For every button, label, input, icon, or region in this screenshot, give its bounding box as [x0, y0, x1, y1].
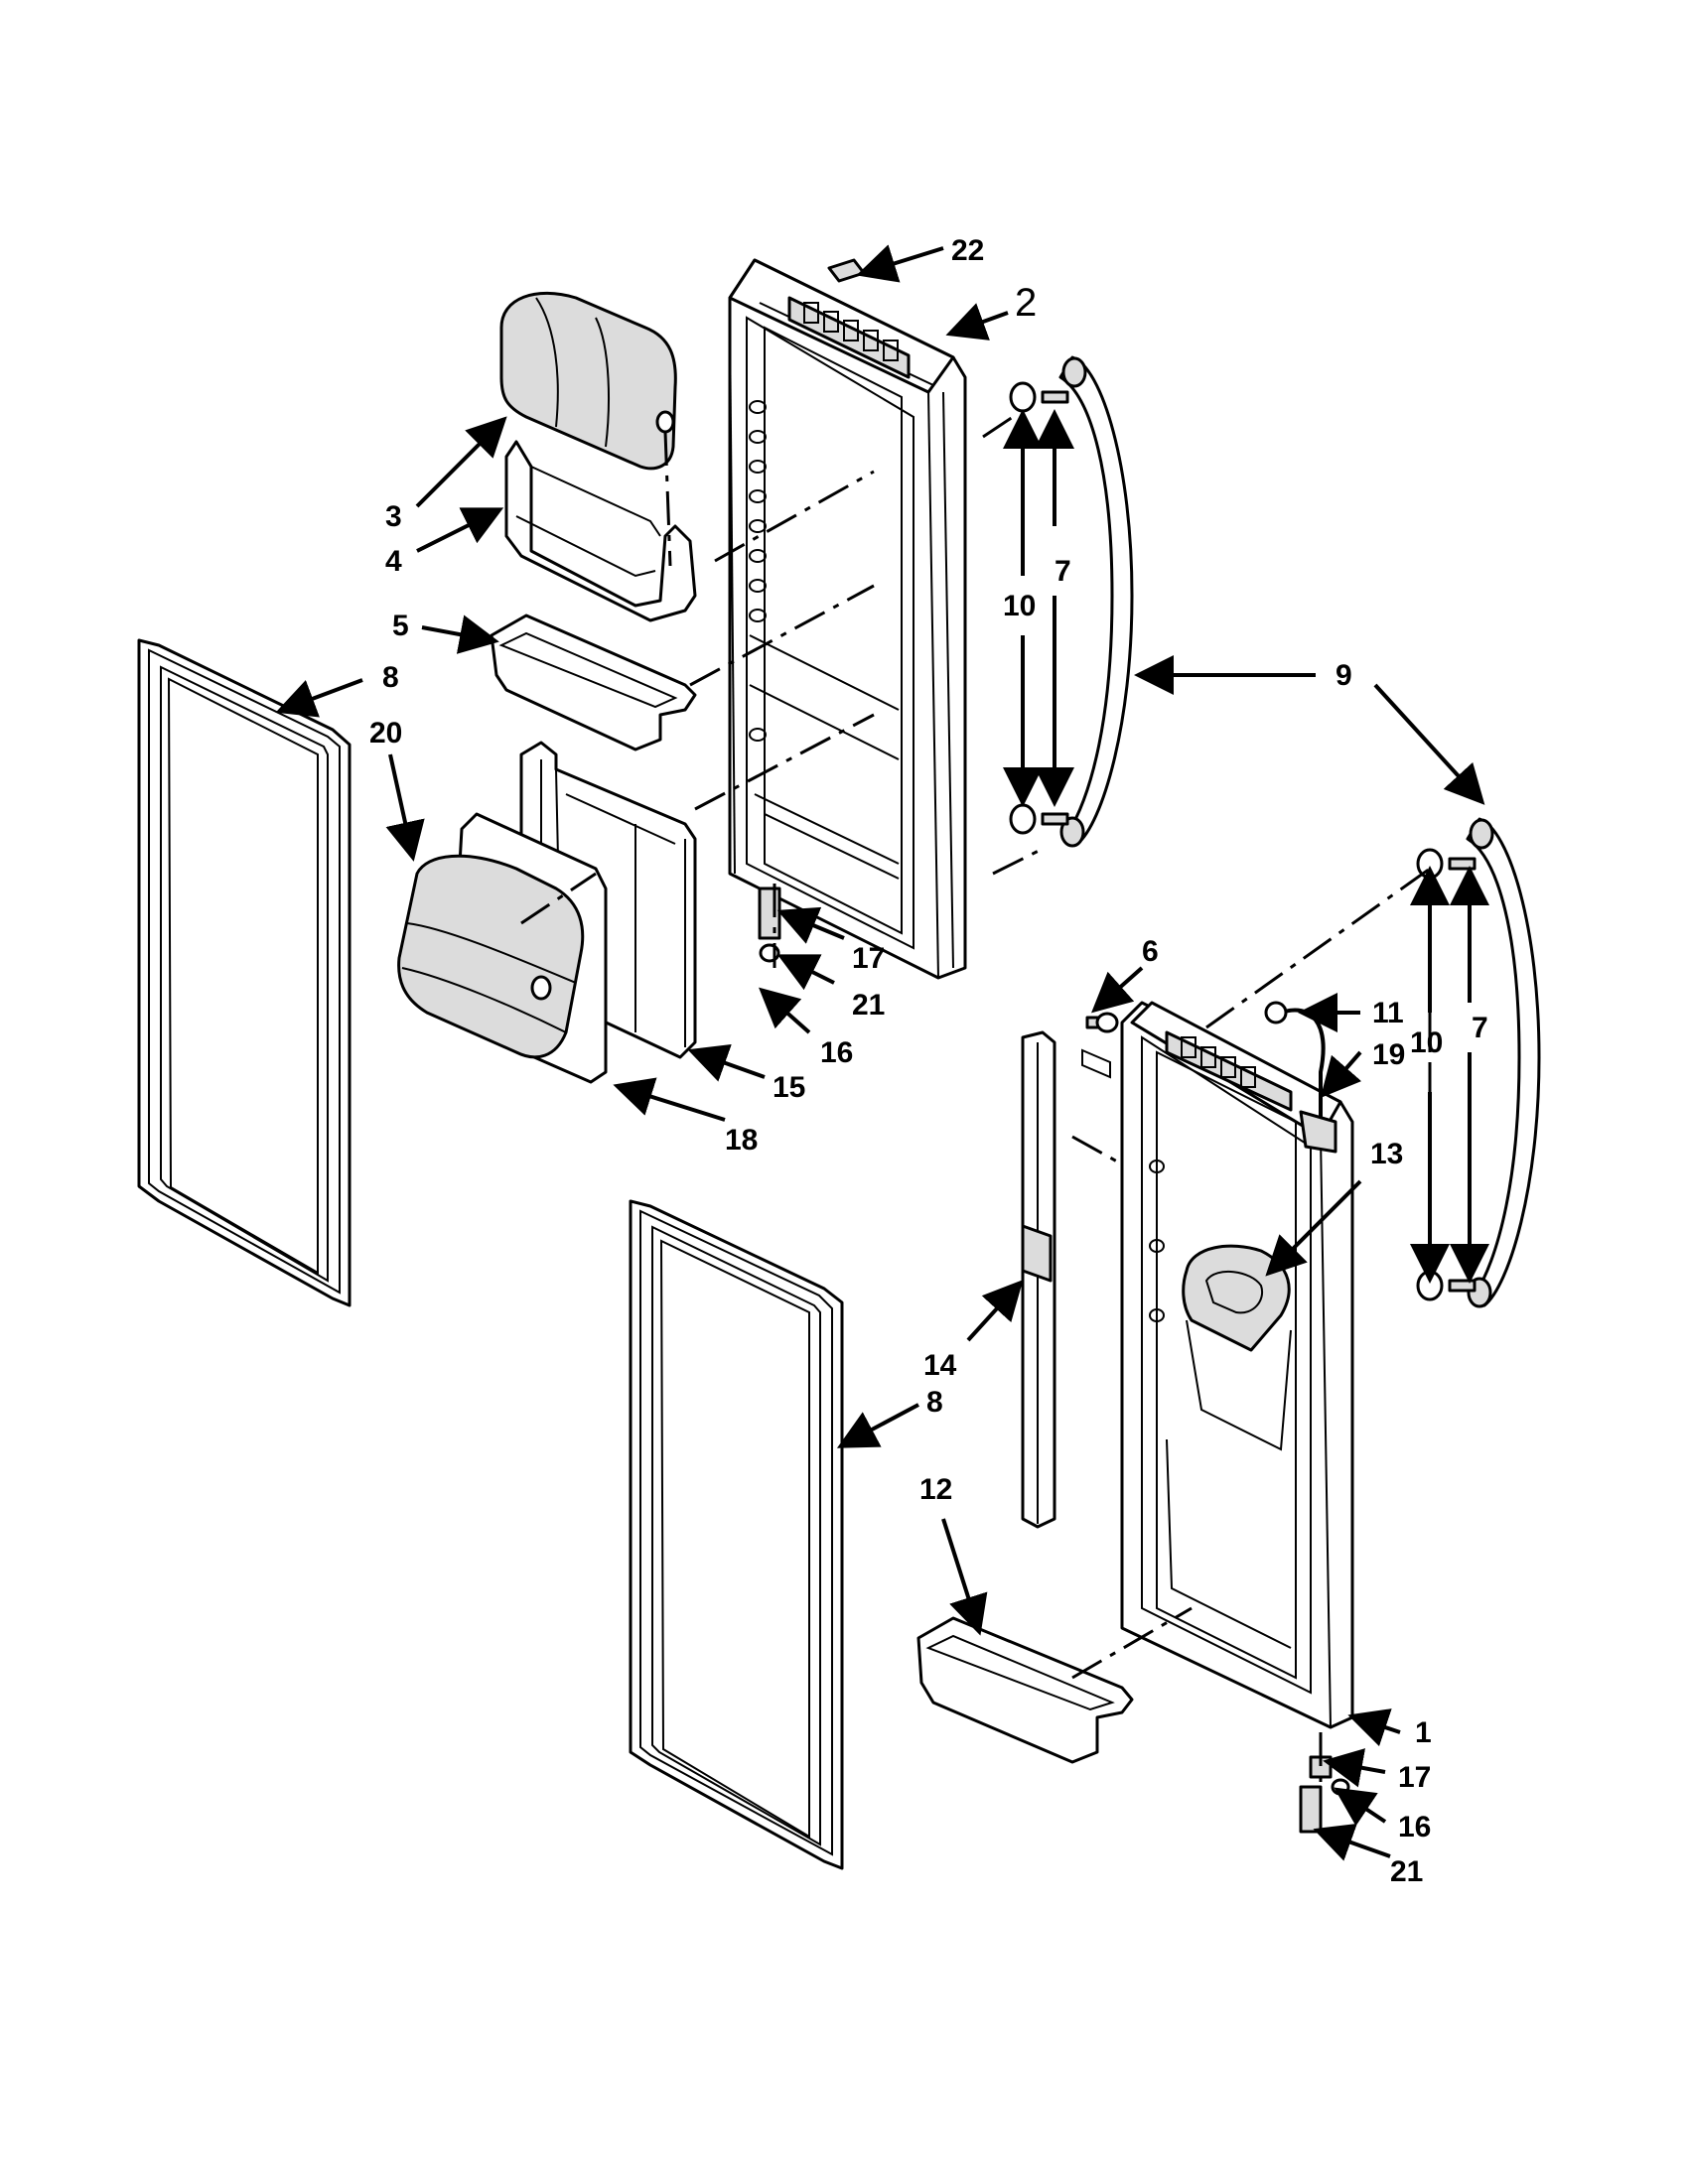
door-bin-upper	[504, 440, 697, 622]
door-handle-lower	[1466, 817, 1541, 1308]
label-17-upper: 17	[852, 942, 885, 975]
label-21-upper: 21	[852, 989, 885, 1022]
door-handle-upper	[1058, 355, 1134, 848]
label-2: 2	[1015, 281, 1037, 325]
label-9: 9	[1336, 659, 1352, 692]
label-7-lower: 7	[1472, 1012, 1488, 1044]
right-door-gasket	[629, 1199, 844, 1870]
label-17-lower: 17	[1398, 1761, 1431, 1794]
label-14: 14	[923, 1349, 957, 1382]
label-3: 3	[385, 500, 402, 533]
left-door-gasket	[137, 638, 352, 1307]
label-19: 19	[1372, 1038, 1405, 1071]
label-21-lower: 21	[1390, 1855, 1423, 1888]
label-11: 11	[1372, 997, 1404, 1029]
label-22: 22	[951, 234, 984, 267]
label-16-upper: 16	[820, 1036, 853, 1069]
callout-arrows	[275, 244, 1489, 1861]
label-8-upper: 8	[382, 661, 399, 694]
label-16-lower: 16	[1398, 1811, 1431, 1843]
door-bin-small	[490, 614, 697, 751]
label-15: 15	[773, 1071, 805, 1104]
label-13: 13	[1370, 1138, 1403, 1170]
left-door-liner	[728, 258, 967, 980]
label-8-lower: 8	[926, 1386, 943, 1419]
door-bin-lower	[916, 1616, 1134, 1764]
label-20: 20	[369, 717, 402, 750]
callout-labels: 22 2 3 4 5 8 20 9 10 7 17 21 16 15 18 6 …	[369, 234, 1488, 1888]
label-1: 1	[1415, 1716, 1432, 1749]
label-5: 5	[392, 610, 409, 642]
label-12: 12	[919, 1473, 952, 1506]
label-10-lower: 10	[1410, 1026, 1443, 1059]
door-bin-cover	[499, 291, 677, 471]
label-4: 4	[385, 545, 402, 578]
label-6: 6	[1142, 935, 1159, 968]
label-10-upper: 10	[1003, 590, 1036, 622]
ice-bin-front	[397, 812, 608, 1084]
label-7-upper: 7	[1055, 555, 1071, 588]
door-side-trim	[1021, 1030, 1111, 1529]
right-door-liner	[1120, 1001, 1354, 1729]
label-18: 18	[725, 1124, 758, 1157]
